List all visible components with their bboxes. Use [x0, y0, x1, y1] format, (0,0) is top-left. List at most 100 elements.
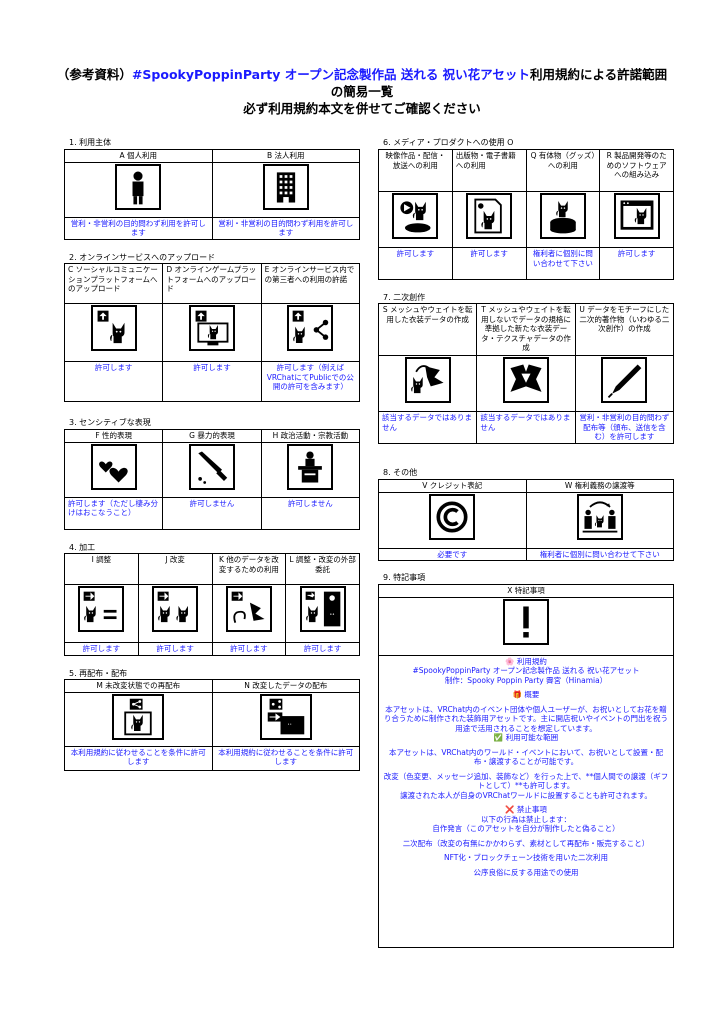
- deriv-u-foot: 営利・非営利の目的問わず配布等（頒布、送信を含む）を許可します: [574, 411, 675, 444]
- other-w-foot: 権利者に個別に問い合わせて下さい: [525, 547, 674, 561]
- media-q-head: Q 有体物（グッズ）への利用: [525, 149, 601, 192]
- header-line-1: （参考資料）#SpookyPoppinParty オープン記念製作品 送れる 祝…: [56, 67, 668, 82]
- upload-d-foot: 許可します: [162, 361, 262, 402]
- dist-m-head: M 未改変状態での再配布: [64, 679, 213, 693]
- media-q-foot: 権利者に個別に問い合わせて下さい: [525, 247, 601, 280]
- upload-c-foot: 許可します: [63, 361, 164, 402]
- usage-b-head: B 法人利用: [211, 149, 360, 163]
- section-9-table: X 特記事項 🌸 利用規約 #SpookyPoppinParty オープン記念製…: [378, 584, 674, 948]
- note-overview-title: 🎁 概要: [512, 690, 540, 699]
- usage-a-foot: 営利・非営利の目的問わず利用を許可します: [64, 216, 213, 240]
- exclamation-icon: [503, 598, 549, 645]
- note-creator: 制作：Spooky Poppin Party 霽宮（Hinamia）: [444, 675, 608, 685]
- upload-c-head: C ソーシャルコミュニケーションプラットフォームへのアップロード: [63, 263, 164, 304]
- adjust-icon: [78, 586, 125, 632]
- person-icon: [115, 163, 162, 210]
- podium-icon: [287, 443, 334, 490]
- process-j-foot: 許可します: [137, 642, 213, 656]
- upload-e-head: E オンラインサービス内での第三者への利用の許諾: [260, 263, 361, 304]
- book-icon: [466, 193, 513, 239]
- sensitive-h-head: H 政治活動・宗教活動: [260, 429, 361, 443]
- section-6-table: 映像作品・配信・放送への利用 出版物・電子書籍への利用 Q 有体物（グッズ）への…: [378, 149, 674, 280]
- deriv-s-foot: 該当するデータではありません: [377, 411, 478, 444]
- section-5-title: 5. 再配布・配布: [69, 669, 128, 678]
- knife-icon: [188, 443, 235, 490]
- process-l-foot: 許可します: [285, 642, 360, 656]
- transfer-icon: [576, 493, 623, 540]
- hearts-icon: [90, 443, 137, 490]
- media-p-foot: 許可します: [451, 247, 527, 280]
- redistribute-icon: [112, 693, 165, 740]
- deriv-u-head: U データをモチーフにした二次的著作物（いわゆる二次創作）の作成: [574, 303, 675, 356]
- sensitive-h-foot: 許可しません: [260, 496, 361, 530]
- note-prohibited-intro: 以下の行為は禁止します：: [481, 814, 571, 824]
- dist-m-foot: 本利用規約に従わせることを条件に許可します: [64, 745, 213, 771]
- section-1-title: 1. 利用主体: [69, 138, 112, 147]
- sensitive-g-head: G 暴力的表現: [162, 429, 262, 443]
- video-icon: [392, 193, 439, 239]
- process-k-foot: 許可します: [211, 642, 287, 656]
- other-v-foot: 必要です: [378, 547, 527, 561]
- goods-icon: [539, 193, 586, 239]
- process-k-head: K 他のデータを改変するための利用: [211, 553, 287, 585]
- section-7-title: 7. 二次創作: [383, 293, 426, 302]
- note-prohibited-title: ❌ 禁止事項: [505, 805, 547, 814]
- note-allowed-title: ✅ 利用可能な範囲: [493, 733, 559, 742]
- process-l-head: L 調整・改変の外部委託: [285, 553, 360, 585]
- cloth-mesh-icon: [404, 357, 451, 403]
- upload-d-head: D オンラインゲームプラットフォームへのアップロード: [162, 263, 262, 304]
- note-allowed-text: 本アセットは、VRChat内のワールド・イベントにおいて、お祝いとして設置・配布…: [388, 747, 664, 767]
- note-overview-text: 本アセットは、VRChat内のイベント団体や個人ユーザーが、お祝いとしてお花を贈…: [383, 704, 669, 733]
- note-terms-title: 🌸 利用規約: [505, 656, 547, 666]
- outsource-icon: [299, 586, 346, 632]
- note-prohibited-3: NFT化・ブロックチェーン技術を用いた二次利用: [444, 853, 608, 862]
- sensitive-f-head: F 性的表現: [63, 429, 164, 443]
- dist-n-foot: 本利用規約に従わせることを条件に許可します: [211, 745, 360, 771]
- upload-cat-icon: [90, 305, 137, 351]
- other-w-head: W 権利義務の譲渡等: [525, 479, 674, 493]
- monitor-cat-icon: [188, 305, 235, 351]
- special-notes: 🌸 利用規約 #SpookyPoppinParty オープン記念製作品 送れる …: [378, 654, 674, 948]
- deriv-s-head: S メッシュやウェイトを転用した衣装データの作成: [377, 303, 478, 356]
- modify-icon: [152, 586, 199, 632]
- note-prohibited-1: 自作発言（このアセットを自分が制作したと偽ること）: [432, 824, 620, 833]
- media-o-foot: 許可します: [378, 247, 453, 280]
- building-icon: [262, 163, 309, 210]
- note-modify-text: 改変（色変更、メッセージ追加、装飾など）を行った上で、**個人間での譲渡（ギフト…: [383, 771, 669, 791]
- upload-e-foot: 許可します（例えばVRChatにてPublicでの公開の許可を含みます）: [260, 361, 361, 402]
- document-header: （参考資料）#SpookyPoppinParty オープン記念製作品 送れる 祝…: [0, 66, 724, 117]
- sensitive-f-foot: 許可します（ただし棲み分けはおこなうこと）: [63, 496, 164, 530]
- section-2-title: 2. オンラインサービスへのアップロード: [69, 253, 216, 262]
- deriv-t-head: T メッシュやウェイトを転用しないでデータの規格に準拠した新たな衣装データ・テク…: [476, 303, 576, 356]
- sensitive-g-foot: 許可しません: [162, 496, 262, 530]
- distribute-modified-icon: [259, 693, 312, 740]
- note-install-text: 譲渡された本人が自身のVRChatワールドに設置することも許可されます。: [400, 790, 652, 800]
- header-line-3: 必ず利用規約本文を併せてご確認ください: [243, 101, 481, 116]
- usage-a-head: A 個人利用: [64, 149, 213, 163]
- note-prohibited-2: 二次配布（改変の有無にかかわらず、素材として再配布・販売すること）: [402, 838, 650, 848]
- dist-n-head: N 改変したデータの配布: [211, 679, 360, 693]
- copyright-icon: [429, 493, 476, 540]
- section-9-title: 9. 特記事項: [383, 573, 426, 582]
- section-4-title: 4. 加工: [69, 543, 96, 552]
- remix-icon: [225, 586, 272, 632]
- process-i-head: I 調整: [64, 553, 139, 585]
- media-o-head: 映像作品・配信・放送への利用: [378, 149, 453, 192]
- section-6-title: 6. メディア・プロダクトへの使用 O: [383, 138, 514, 147]
- special-x-head: X 特記事項: [378, 584, 674, 598]
- media-r-head: R 製品開発等のためのソフトウェアへの組み込み: [599, 149, 674, 192]
- cloth-new-icon: [502, 357, 549, 403]
- section-8-title: 8. その他: [383, 468, 418, 477]
- deriv-t-foot: 該当するデータではありません: [476, 411, 576, 444]
- other-v-head: V クレジット表記: [378, 479, 527, 493]
- header-line-2: の簡易一覧: [330, 84, 394, 99]
- note-product-name: #SpookyPoppinParty オープン記念製作品 送れる 祝い花アセット: [412, 666, 640, 675]
- section-3-title: 3. センシティブな表現: [69, 418, 151, 427]
